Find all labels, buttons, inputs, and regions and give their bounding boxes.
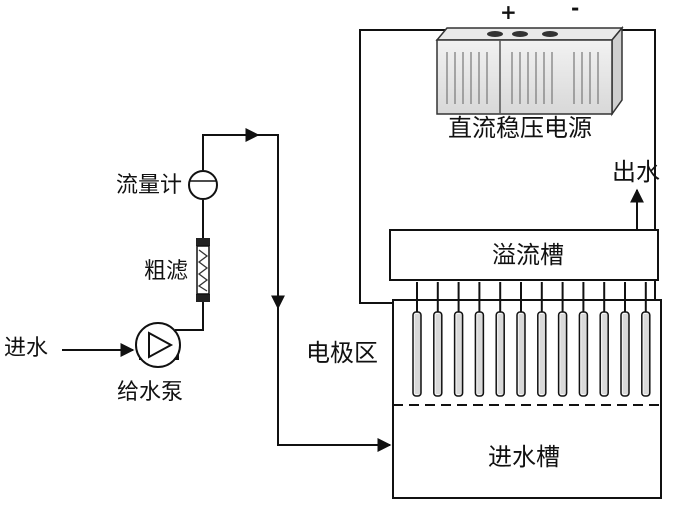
inlet-tank-label: 进水槽 <box>488 443 560 471</box>
electrode <box>412 282 422 397</box>
electrode <box>495 282 505 397</box>
electrode <box>641 282 651 397</box>
flowmeter-label: 流量计 <box>116 173 183 198</box>
negative-terminal-label: - <box>571 0 580 20</box>
feed-pipe <box>175 128 392 452</box>
outlet-label: 出水 <box>612 158 660 186</box>
overflow-tank-box <box>389 229 659 281</box>
feed-pump-icon <box>135 322 181 368</box>
electrode <box>516 282 526 397</box>
positive-terminal-label: + <box>500 0 517 24</box>
electrode-zone-label: 电极区 <box>306 339 378 367</box>
overflow-tank-label: 溢流槽 <box>492 241 564 269</box>
flowmeter-icon <box>188 170 218 200</box>
electrode <box>620 282 630 397</box>
power-supply-label: 直流稳压电源 <box>448 114 592 142</box>
electrode <box>433 282 443 397</box>
coarse-filter-icon <box>196 238 210 302</box>
power-supply-icon <box>435 25 624 117</box>
electrode <box>557 282 568 397</box>
electrode <box>453 282 464 397</box>
water-in-label: 进水 <box>4 336 49 361</box>
electrode <box>537 282 547 397</box>
electrode <box>599 282 609 397</box>
electrode <box>474 282 485 397</box>
electrode <box>578 282 589 397</box>
electrode-array <box>412 282 651 397</box>
feed-pump-label: 给水泵 <box>117 380 184 405</box>
coarse-filter-label: 粗滤 <box>144 259 189 284</box>
